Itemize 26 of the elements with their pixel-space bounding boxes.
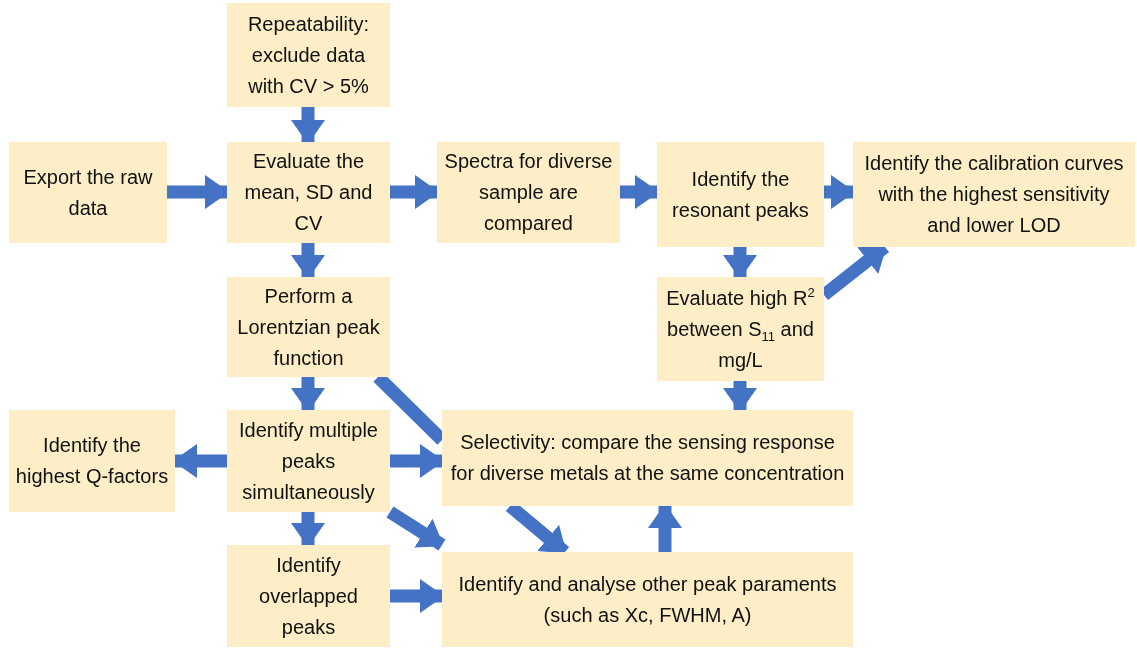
step-text: Spectra for diverse sample are compared (443, 149, 614, 236)
process-box (442, 552, 853, 647)
process-box (227, 410, 390, 512)
step-text: Export the raw data (22, 164, 154, 221)
process-box (437, 142, 620, 243)
step-text: Identify and analyse other peak paraments (such as Xc, FWHM, A) (457, 571, 838, 628)
process-box (657, 277, 824, 381)
step-text: Identify overlapped peaks (258, 552, 359, 640)
step-text: Identify multiple peaks simultaneously (238, 417, 379, 505)
process-box (657, 142, 824, 247)
step-text: Evaluate the mean, SD and CV (243, 149, 374, 236)
process-box (9, 142, 167, 243)
step-text: Evaluate high R$^{2}$ between S$_{11}$ and mg/L (665, 283, 816, 373)
process-box (853, 142, 1135, 247)
process-box (442, 410, 853, 506)
step-text: Identify the highest Q-factors (15, 433, 169, 489)
step-text: Repeatability: exclude data with CV > 5% (246, 11, 371, 99)
step-text: Perform a Lorentzian peak function (236, 283, 381, 371)
process-box (227, 277, 390, 377)
step-text: Identify the calibration curves with the highest sensitivity and lower LOD (863, 151, 1125, 238)
process-box (227, 142, 390, 243)
process-box (227, 3, 390, 107)
step-text: Identify the resonant peaks (671, 166, 810, 223)
step-text: Selectivity: compare the sensing response for diverse metals at the same concentration (449, 430, 846, 486)
process-box (227, 545, 390, 647)
process-box (9, 410, 175, 512)
